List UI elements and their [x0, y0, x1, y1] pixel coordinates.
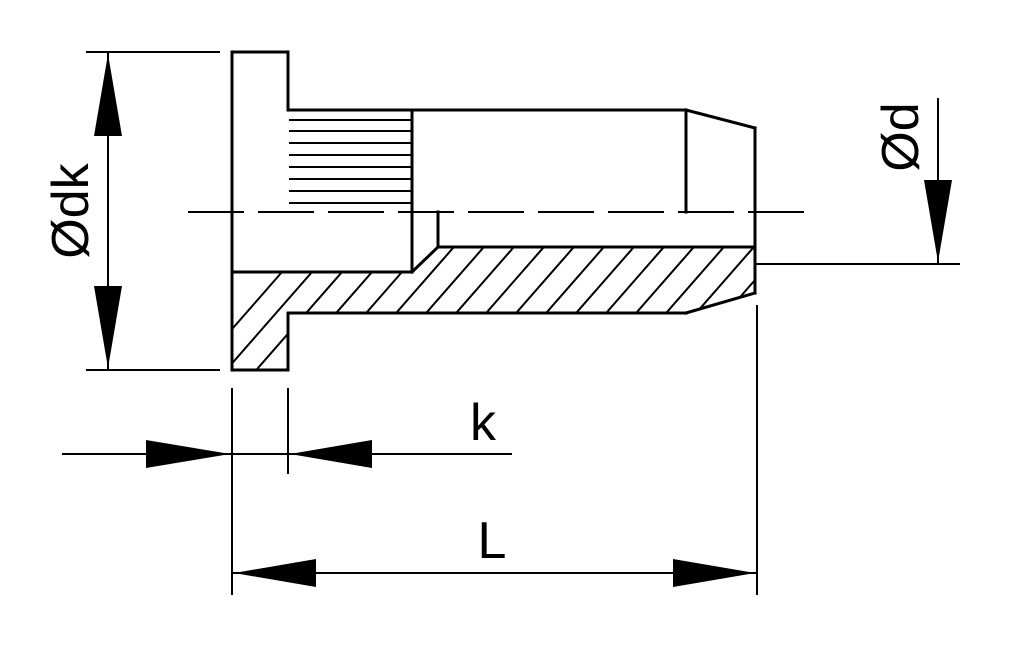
label-total-length: L [478, 512, 507, 570]
dimension-head-height [62, 388, 512, 474]
arrow-up-icon [94, 54, 122, 136]
arrow-right-icon [146, 440, 230, 468]
knurl-lines [289, 119, 411, 204]
label-head-diameter: Ødk [42, 162, 100, 258]
arrow-right-icon [673, 559, 755, 587]
section-hatching [232, 247, 755, 370]
arrow-left-icon [290, 440, 372, 468]
arrow-down-icon [94, 286, 122, 368]
label-body-diameter: Ød [872, 102, 930, 171]
arrow-down-icon [924, 180, 952, 262]
label-head-height: k [470, 394, 497, 452]
dimension-body-diameter [755, 98, 960, 265]
dimension-total-length [231, 305, 758, 595]
dimension-head-diameter [86, 51, 220, 371]
arrow-left-icon [234, 559, 316, 587]
part-outline [230, 50, 757, 372]
